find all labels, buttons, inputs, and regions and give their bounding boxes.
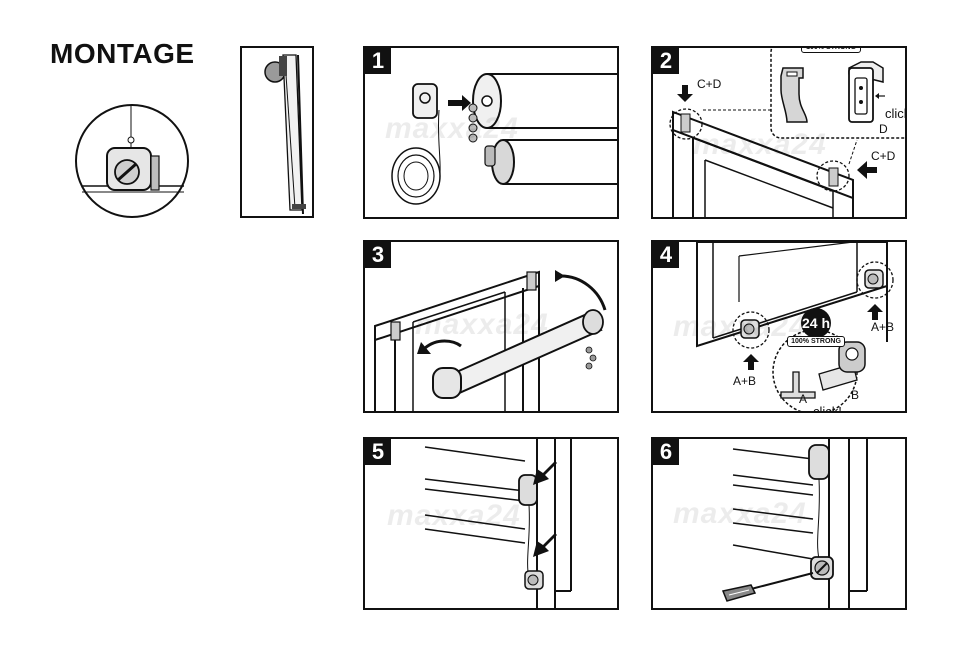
step-number-6: 6	[653, 439, 679, 465]
label-cd-right: C+D	[871, 149, 896, 163]
cord-guide-detail	[75, 104, 189, 218]
watermark: maxxa24	[415, 308, 549, 341]
page-title: MONTAGE	[50, 38, 195, 69]
step-1-illustration	[391, 73, 617, 205]
side-profile-detail	[240, 46, 314, 218]
step-4-illustration	[696, 242, 894, 411]
label-click: click!	[885, 106, 905, 121]
label-d: D	[879, 122, 888, 136]
watermark: maxxa24	[385, 112, 519, 145]
label-a: A	[799, 392, 808, 406]
step-panel-6: maxxa24 6	[651, 437, 907, 610]
step-2-illustration	[669, 48, 905, 217]
step-panel-5: maxxa24 5	[363, 437, 619, 610]
step-panel-3: maxxa24 3	[363, 240, 619, 413]
step-3-illustration	[374, 270, 607, 411]
watermark: maxxa24	[387, 499, 521, 532]
step-5-illustration	[424, 439, 572, 608]
step-number-4: 4	[653, 242, 679, 268]
strength-stamp: 24 h 100% STRONG	[787, 308, 845, 347]
step-number-2: 2	[653, 48, 679, 74]
watermark: maxxa24	[693, 128, 827, 161]
step-number-5: 5	[365, 439, 391, 465]
step-number-1: 1	[365, 48, 391, 74]
label-ab-left: A+B	[733, 374, 757, 388]
step-panel-1: maxxa24 1	[363, 46, 619, 219]
step-number-3: 3	[365, 242, 391, 268]
step-panel-4: maxxa24 24 h 100% STRONG A+B A+B A B cli…	[651, 240, 907, 413]
label-ab-right: A+B	[871, 320, 895, 334]
label-b: B	[851, 388, 860, 402]
step-6-illustration	[721, 439, 868, 608]
stamp-strength: 100% STRONG	[801, 48, 861, 53]
stamp-strength: 100% STRONG	[787, 336, 845, 347]
strength-stamp: 24 h 100% STRONG	[801, 48, 861, 53]
label-click: click!	[813, 404, 842, 413]
stamp-hours: 24 h	[801, 308, 831, 338]
watermark: maxxa24	[673, 497, 807, 530]
label-cd-left: C+D	[697, 77, 722, 91]
step-panel-2: maxxa24 24 h 100% STRONG C+D C+D click! …	[651, 46, 907, 219]
watermark: maxxa24	[673, 310, 807, 343]
